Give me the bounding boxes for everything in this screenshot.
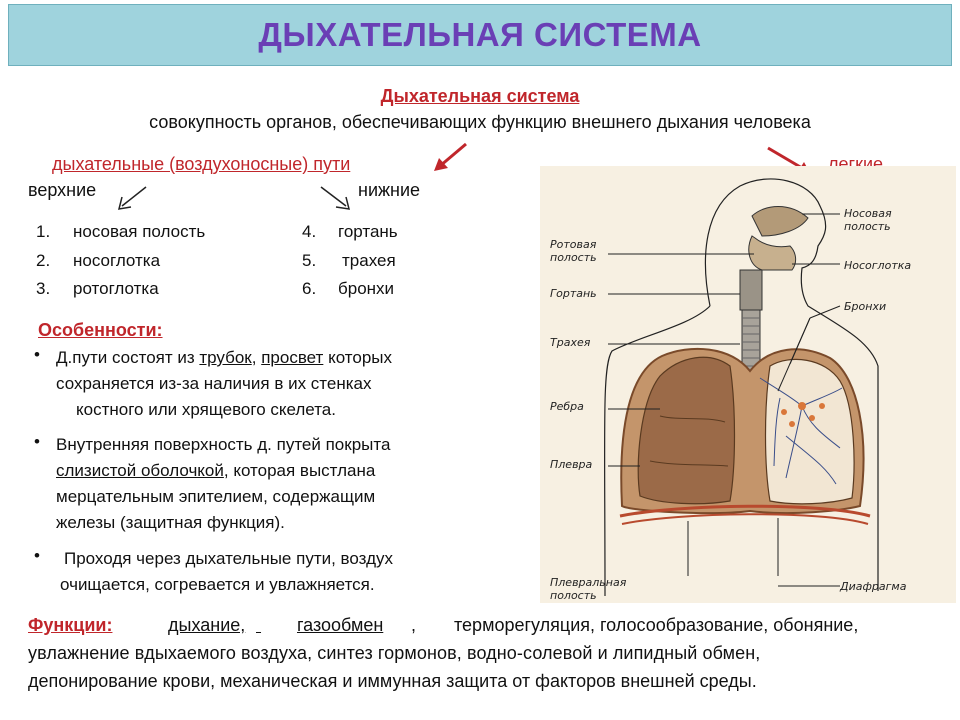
text: сохраняется из-за наличия в их стенках (56, 374, 372, 393)
text: мерцательным эпителием, содержащим (56, 487, 376, 506)
underlined-term: слизистой оболочкой (56, 461, 224, 480)
list-item: ротоглотка (73, 279, 159, 298)
definition: совокупность органов, обеспечивающих фун… (149, 112, 811, 132)
bullet-icon: • (34, 546, 40, 565)
subtitle: Дыхательная система (380, 86, 580, 106)
text: очищается, согревается и увлажняется. (60, 575, 375, 594)
text: , которая выстлана (223, 461, 376, 480)
text: , (411, 615, 417, 635)
feature-bullet-1: Д.пути состоят из трубок, просвет которы… (56, 345, 392, 423)
text: депонирование крови, механическая и имму… (28, 671, 757, 691)
upper-label: верхние (28, 180, 97, 200)
underlined-term: просвет (261, 348, 324, 367)
text: Внутренняя поверхность д. путей покрыта (56, 435, 391, 454)
list-item: носовая полость (73, 222, 206, 241)
function-breathing: дыхание, (168, 615, 246, 635)
text: железы (защитная функция). (56, 513, 285, 532)
text: , (251, 348, 262, 367)
text: которых (323, 348, 392, 367)
arrow-to-airways-icon (434, 142, 467, 171)
label-nasopharynx: Носоглотка (844, 259, 912, 272)
label-diaphragm: Диафрагма (840, 580, 907, 593)
label-pleura: Плевра (550, 458, 593, 471)
label-larynx: Гортань (550, 287, 597, 300)
bullet-icon: • (34, 432, 40, 451)
list-number: 3. (36, 279, 51, 298)
feature-bullet-2: Внутренняя поверхность д. путей покрыта … (56, 432, 390, 536)
arrow-upper-icon (117, 186, 147, 210)
lower-label: нижние (358, 180, 421, 200)
label-ribs: Ребра (550, 400, 584, 413)
feature-bullet-3: Проходя через дыхательные пути, воздух о… (60, 546, 393, 598)
list-item: бронхи (338, 279, 395, 298)
list-item: гортань (338, 222, 398, 241)
text: Д.пути состоят из (56, 348, 200, 367)
bullet-icon: • (34, 345, 40, 364)
text: костного или хрящевого скелета. (76, 400, 336, 419)
list-number: 2. (36, 251, 51, 270)
functions-label: Функции: (28, 615, 113, 635)
list-item: трахея (342, 251, 396, 270)
text: терморегуляция, голосообразование, обоня… (454, 615, 859, 635)
text: увлажнение вдыхаемого воздуха, синтез го… (28, 643, 761, 663)
underlined-term: трубок (199, 348, 252, 367)
list-number: 6. (302, 279, 317, 298)
list-number: 5. (302, 251, 317, 270)
anatomy-illustration (603, 178, 879, 597)
function-gas-exchange: газообмен (297, 615, 384, 635)
list-number: 1. (36, 222, 51, 241)
list-item: носоглотка (73, 251, 161, 270)
text: Проходя через дыхательные пути, воздух (64, 549, 393, 568)
features-heading: Особенности: (38, 320, 163, 340)
airways-label: дыхательные (воздухоносные) пути (52, 154, 351, 174)
label-trachea: Трахея (550, 336, 591, 349)
spacer-underline (256, 615, 296, 636)
page-title: ДЫХАТЕЛЬНАЯ СИСТЕМА (258, 16, 702, 53)
title-bar: ДЫХАТЕЛЬНАЯ СИСТЕМА (8, 4, 952, 66)
label-bronchi: Бронхи (844, 300, 887, 313)
list-number: 4. (302, 222, 317, 241)
arrow-lower-icon (320, 186, 351, 210)
